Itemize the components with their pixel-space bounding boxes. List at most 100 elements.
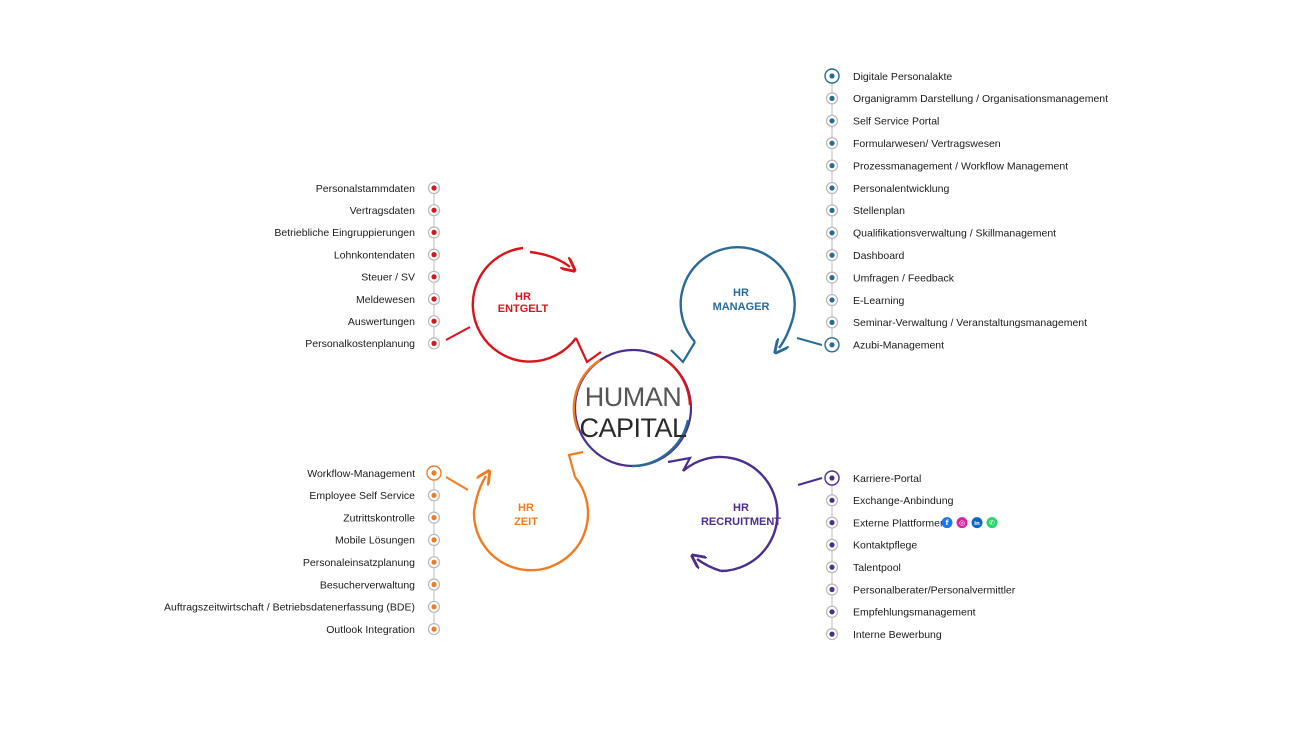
list-item: Formularwesen/ Vertragswesen bbox=[825, 137, 1001, 150]
list-item-label: Outlook Integration bbox=[326, 624, 415, 636]
list-item-dot bbox=[829, 586, 835, 593]
list-item-label: Externe Plattformen bbox=[853, 517, 946, 529]
list-item: Betriebliche Eingruppierungen bbox=[274, 226, 441, 239]
svg-text:f: f bbox=[945, 519, 949, 527]
list-item-label: Lohnkontendaten bbox=[334, 249, 415, 261]
list-item-label: Personalstammdaten bbox=[316, 183, 415, 195]
social-icons: f ◎in ✆ bbox=[941, 517, 998, 529]
list-item-dot bbox=[431, 318, 437, 324]
module-entgelt: HR ENTGELT bbox=[445, 246, 602, 364]
center-title-line1: HUMAN bbox=[585, 382, 682, 412]
list-item-label: Auftragszeitwirtschaft / Betriebsdatener… bbox=[164, 602, 415, 614]
list-item-dot bbox=[829, 275, 835, 281]
facebook-icon[interactable]: f bbox=[941, 517, 953, 529]
list-item-label: Formularwesen/ Vertragswesen bbox=[853, 138, 1001, 150]
list-item: Lohnkontendaten bbox=[334, 248, 441, 261]
whatsapp-icon[interactable]: ✆ bbox=[986, 517, 998, 529]
list-item-dot bbox=[431, 296, 437, 302]
list-item-dot bbox=[431, 229, 437, 235]
list-item-label: Personalentwicklung bbox=[853, 183, 949, 195]
module-recruitment-hr: HR bbox=[733, 502, 749, 514]
list-item-dot bbox=[829, 497, 835, 503]
list-item: E-Learning bbox=[825, 293, 905, 307]
list-item: Personaleinsatzplanung bbox=[303, 556, 441, 569]
list-item-label: Umfragen / Feedback bbox=[853, 272, 955, 284]
list-item-label: Auswertungen bbox=[348, 316, 415, 328]
linkedin-icon[interactable]: in bbox=[971, 517, 983, 529]
module-zeit: HR ZEIT bbox=[445, 450, 590, 572]
list-item: Personalkostenplanung bbox=[305, 337, 441, 350]
center-title-line2: CAPITAL bbox=[579, 413, 687, 443]
list-item-dot bbox=[829, 542, 835, 548]
list-item-label: Meldewesen bbox=[356, 294, 415, 306]
list-item-dot bbox=[431, 515, 437, 521]
list-item: Kontaktpflege bbox=[825, 538, 917, 552]
list-item-label: Interne Bewerbung bbox=[853, 629, 942, 641]
list-item: Auswertungen bbox=[348, 315, 441, 328]
list-item: Self Service Portal bbox=[825, 114, 939, 128]
list-item-label: Besucherverwaltung bbox=[320, 579, 415, 591]
list-item: Prozessmanagement / Workflow Management bbox=[825, 159, 1068, 172]
list-item-label: Employee Self Service bbox=[309, 490, 415, 502]
list-item: Externe Plattformen bbox=[825, 516, 946, 529]
list-item-dot bbox=[829, 631, 835, 637]
list-item: Vertragsdaten bbox=[350, 204, 441, 217]
list-item-dot bbox=[431, 581, 437, 588]
list-item-dot bbox=[431, 626, 437, 632]
list-item-dot bbox=[431, 492, 437, 498]
list-item-dot bbox=[829, 230, 835, 236]
list-item-label: Zutrittskontrolle bbox=[343, 512, 415, 524]
list-item: Qualifikationsverwaltung / Skillmanageme… bbox=[825, 226, 1056, 240]
list-item: Meldewesen bbox=[356, 292, 441, 306]
list-item-label: Qualifikationsverwaltung / Skillmanageme… bbox=[853, 228, 1056, 240]
list-item-label: Talentpool bbox=[853, 562, 901, 574]
list-item: Stellenplan bbox=[825, 204, 905, 217]
list-item-dot bbox=[431, 185, 437, 191]
module-entgelt-hr: HR bbox=[515, 291, 531, 303]
list-item-label: Vertragsdaten bbox=[350, 205, 416, 217]
list-item: Azubi-Management bbox=[824, 337, 944, 353]
list-item-dot bbox=[431, 537, 437, 543]
list-item: Auftragszeitwirtschaft / Betriebsdatener… bbox=[164, 600, 441, 614]
list-item-label: Exchange-Anbindung bbox=[853, 495, 954, 507]
list-item: Mobile Lösungen bbox=[335, 533, 441, 547]
list-item-dot bbox=[829, 520, 835, 526]
list-item: Outlook Integration bbox=[326, 622, 441, 636]
list-item-label: Karriere-Portal bbox=[853, 473, 921, 485]
list-item-label: Steuer / SV bbox=[361, 272, 415, 284]
list-item-dot bbox=[829, 140, 835, 146]
module-recruitment-title: RECRUITMENT bbox=[701, 516, 781, 528]
list-item-dot bbox=[431, 470, 437, 476]
list-item-dot bbox=[431, 274, 437, 280]
list-item-dot bbox=[829, 163, 835, 169]
list-item-dot bbox=[829, 319, 835, 325]
list-item: Besucherverwaltung bbox=[320, 578, 441, 591]
list-item-dot bbox=[829, 609, 835, 615]
list-item-label: Seminar-Verwaltung / Veranstaltungsmanag… bbox=[853, 317, 1087, 329]
list-item-dot bbox=[829, 252, 835, 258]
list-item-label: Azubi-Management bbox=[853, 340, 944, 352]
list-item-dot bbox=[829, 475, 835, 481]
list-item-dot bbox=[829, 207, 835, 213]
list-item-label: Stellenplan bbox=[853, 205, 905, 217]
svg-text:✆: ✆ bbox=[989, 519, 995, 527]
list-entgelt: PersonalstammdatenVertragsdatenBetriebli… bbox=[274, 181, 441, 350]
list-item-label: Personalberater/Personalvermittler bbox=[853, 584, 1016, 596]
module-entgelt-title: ENTGELT bbox=[498, 303, 549, 315]
list-item-dot bbox=[431, 207, 437, 213]
list-item-label: E-Learning bbox=[853, 295, 905, 307]
list-item-dot bbox=[829, 73, 835, 79]
module-manager-title: MANAGER bbox=[713, 301, 770, 313]
list-item-label: Workflow-Management bbox=[307, 468, 415, 480]
list-item-label: Mobile Lösungen bbox=[335, 535, 415, 547]
list-item-dot bbox=[431, 559, 437, 565]
list-item: Seminar-Verwaltung / Veranstaltungsmanag… bbox=[825, 316, 1087, 329]
list-item-dot bbox=[829, 118, 835, 124]
list-item: Interne Bewerbung bbox=[825, 627, 942, 641]
instagram-icon[interactable]: ◎ bbox=[956, 517, 968, 529]
list-item-label: Self Service Portal bbox=[853, 116, 939, 128]
list-item: Organigramm Darstellung / Organisationsm… bbox=[825, 92, 1108, 105]
